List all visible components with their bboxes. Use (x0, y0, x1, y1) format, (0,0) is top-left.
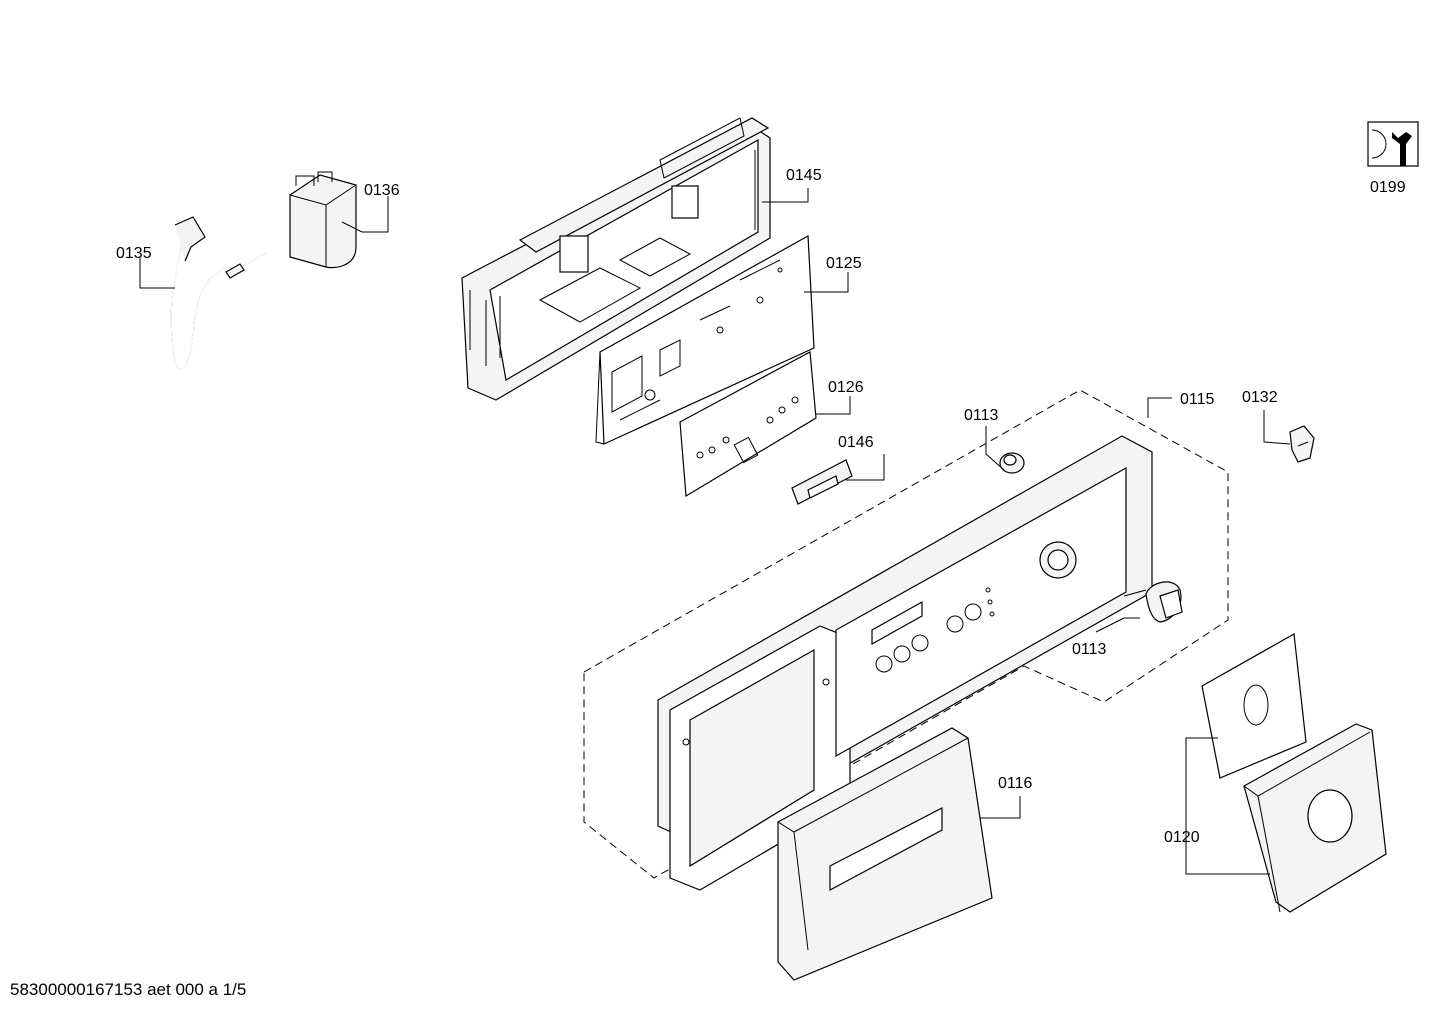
label-0115: 0115 (1180, 391, 1215, 408)
selector-knob-bottom (1123, 581, 1183, 623)
interference-filter (289, 171, 357, 269)
leader-0120 (1185, 737, 1270, 875)
label-0125: 0125 (826, 255, 862, 272)
wrench-icon (1367, 121, 1419, 167)
label-0136: 0136 (364, 182, 400, 199)
leader-0113-top (985, 426, 1005, 471)
label-0146: 0146 (838, 434, 874, 451)
leader-0146 (846, 454, 885, 481)
leader-0115 (1147, 397, 1172, 418)
label-0116: 0116 (998, 775, 1033, 792)
power-cable (170, 216, 267, 370)
leader-0125 (804, 272, 849, 293)
leader-0126 (816, 396, 851, 415)
selector-knob-top (999, 452, 1025, 474)
label-0113-bottom: 0113 (1072, 641, 1107, 658)
label-0113-top: 0113 (964, 407, 999, 424)
label-0126: 0126 (828, 379, 864, 396)
leader-0145 (762, 188, 809, 203)
label-0145: 0145 (786, 167, 822, 184)
detergent-drawer-handle (777, 727, 993, 981)
assembly-outline-0115 (583, 389, 1229, 879)
label-0199: 0199 (1370, 179, 1406, 196)
display-circuit-board (679, 351, 817, 498)
door-cover-panel (1201, 633, 1307, 779)
document-footer: 58300000167153 aet 000 a 1/5 (10, 980, 247, 999)
retaining-clip (1289, 425, 1315, 463)
door-front-panel (1243, 723, 1387, 913)
main-circuit-board (595, 235, 815, 445)
label-0120: 0120 (1164, 829, 1200, 846)
label-0135: 0135 (116, 245, 152, 262)
leader-0132 (1263, 410, 1291, 445)
leader-0136 (341, 196, 389, 233)
label-0132: 0132 (1242, 389, 1278, 406)
leader-0135 (139, 258, 175, 289)
control-module-housing (461, 117, 771, 401)
leader-0116 (980, 796, 1021, 819)
led-display (791, 459, 853, 505)
leader-0113-bottom (1095, 617, 1140, 633)
